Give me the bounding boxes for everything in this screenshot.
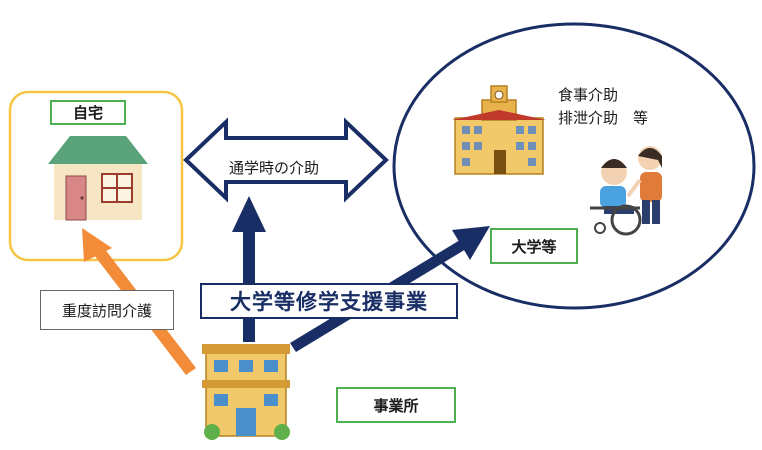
commute-double-arrow [183,117,389,203]
visit-care-label: 重度訪問介護 [40,290,174,330]
program-title-banner: 大学等修学支援事業 [200,283,458,319]
office-to-commute-arrow [232,196,266,342]
office-building-icon [202,344,290,440]
care-item-meal: 食事介助 [558,86,619,104]
wheelchair-assist-icon [590,146,662,236]
university-label: 大学等 [490,228,578,264]
university-frame [392,22,756,310]
home-label: 自宅 [50,100,126,125]
house-icon [48,136,148,221]
home-frame [8,90,184,262]
office-label: 事業所 [336,387,456,423]
university-building-icon [452,85,546,175]
commute-label: 通学時の介助 [229,159,320,177]
care-item-toilet: 排泄介助 等 [558,109,649,127]
